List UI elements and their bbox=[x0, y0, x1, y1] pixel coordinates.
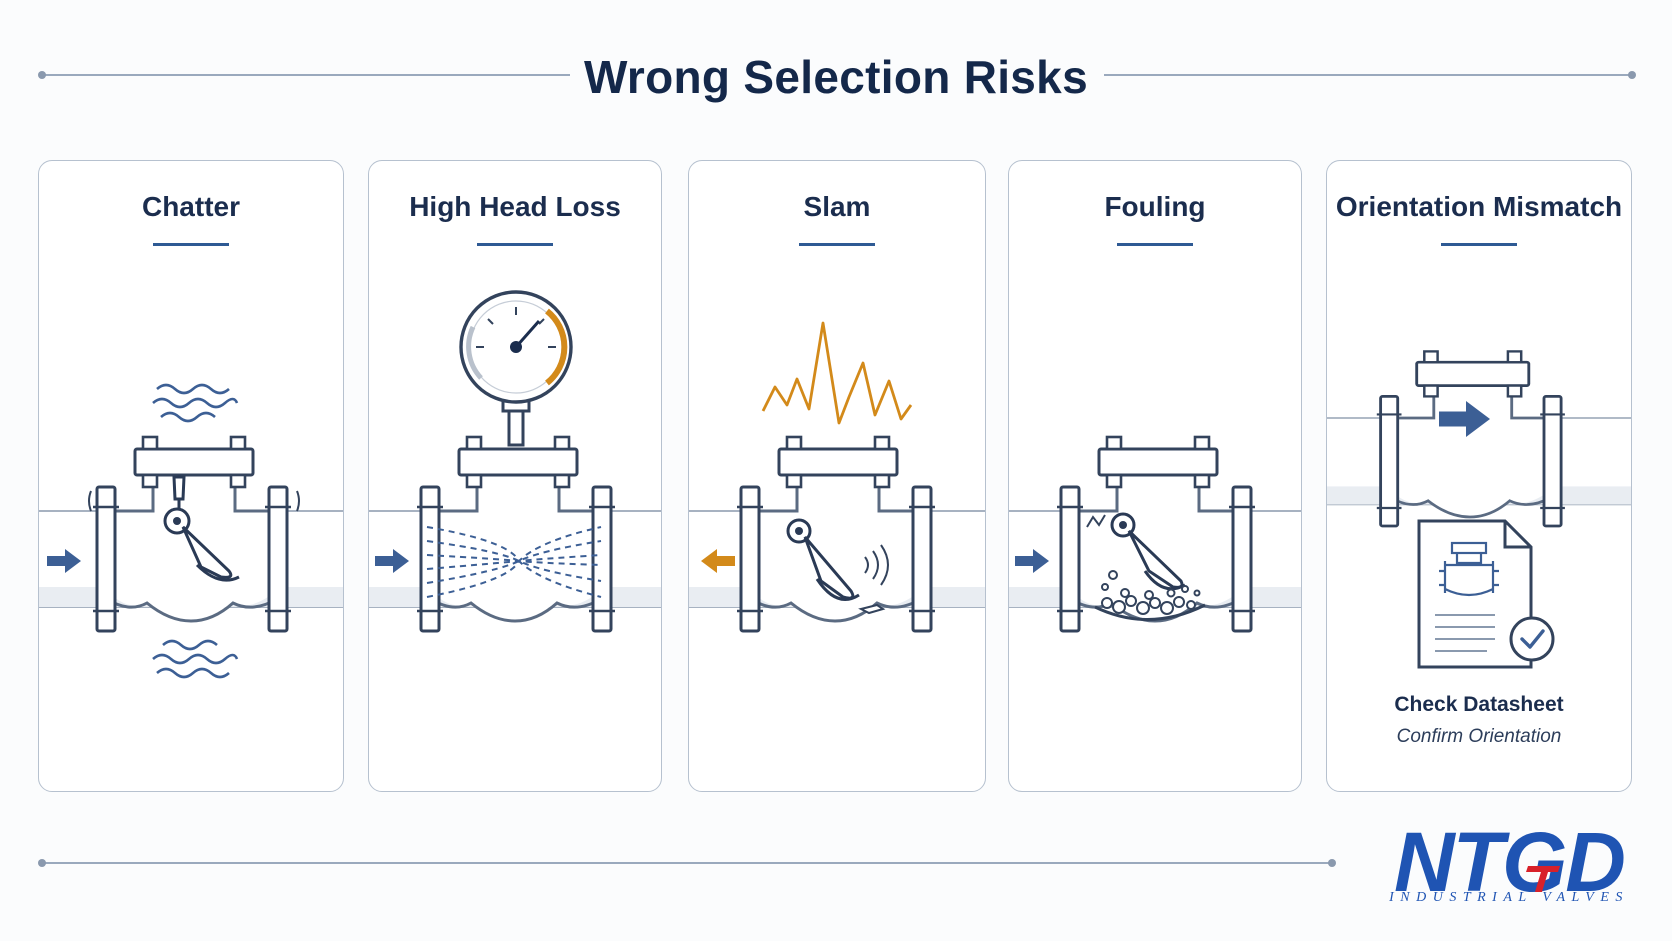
panel-title: Slam bbox=[803, 191, 871, 222]
panel-orientation-mismatch: Orientation Mismatch bbox=[1326, 160, 1632, 792]
brand-logo: NTGD INDUSTRIAL VALVES bbox=[1378, 820, 1640, 920]
title-divider-left bbox=[42, 74, 570, 76]
spike-graph-icon bbox=[761, 321, 913, 425]
checkmark-icon bbox=[1509, 616, 1555, 662]
pressure-gauge-icon bbox=[459, 290, 573, 447]
bottom-divider bbox=[42, 862, 1332, 864]
title-underline bbox=[153, 243, 229, 246]
bottom-dot-right bbox=[1328, 859, 1336, 867]
orientation-mismatch-illustration bbox=[1327, 349, 1631, 669]
panel-slam: Slam bbox=[688, 160, 986, 792]
panel-fouling: Fouling bbox=[1008, 160, 1302, 792]
title-underline bbox=[477, 243, 553, 246]
title-underline bbox=[1117, 243, 1193, 246]
panel-chatter: Chatter bbox=[38, 160, 344, 792]
fouling-illustration bbox=[1009, 435, 1301, 633]
panel-title: Orientation Mismatch bbox=[1335, 191, 1623, 222]
logo-accent bbox=[1526, 866, 1560, 892]
title-underline bbox=[799, 243, 875, 246]
divider-dot-left bbox=[38, 71, 46, 79]
high-head-loss-illustration bbox=[369, 290, 661, 633]
chatter-illustration bbox=[39, 383, 343, 679]
logo-mark: NTGD bbox=[1394, 815, 1626, 909]
bottom-dot-left bbox=[38, 859, 46, 867]
header: Wrong Selection Risks bbox=[0, 40, 1672, 120]
page-title: Wrong Selection Risks bbox=[584, 51, 1088, 103]
panel-title: Fouling bbox=[1104, 191, 1206, 222]
caption-check-datasheet: Check Datasheet bbox=[1394, 693, 1564, 716]
debris-icon bbox=[1094, 570, 1206, 621]
datasheet-icon bbox=[1417, 519, 1533, 669]
title-divider-right bbox=[1104, 74, 1632, 76]
divider-dot-right bbox=[1628, 71, 1636, 79]
panel-title: High Head Loss bbox=[409, 191, 621, 222]
slam-illustration bbox=[689, 321, 985, 633]
panel-high-head-loss: High Head Loss bbox=[368, 160, 662, 792]
caption-confirm-orientation: Confirm Orientation bbox=[1396, 726, 1562, 747]
panel-title: Chatter bbox=[141, 191, 240, 222]
logo-tagline: INDUSTRIAL VALVES bbox=[1389, 890, 1629, 905]
vibration-wave-icon bbox=[152, 383, 239, 679]
title-underline bbox=[1441, 243, 1517, 246]
